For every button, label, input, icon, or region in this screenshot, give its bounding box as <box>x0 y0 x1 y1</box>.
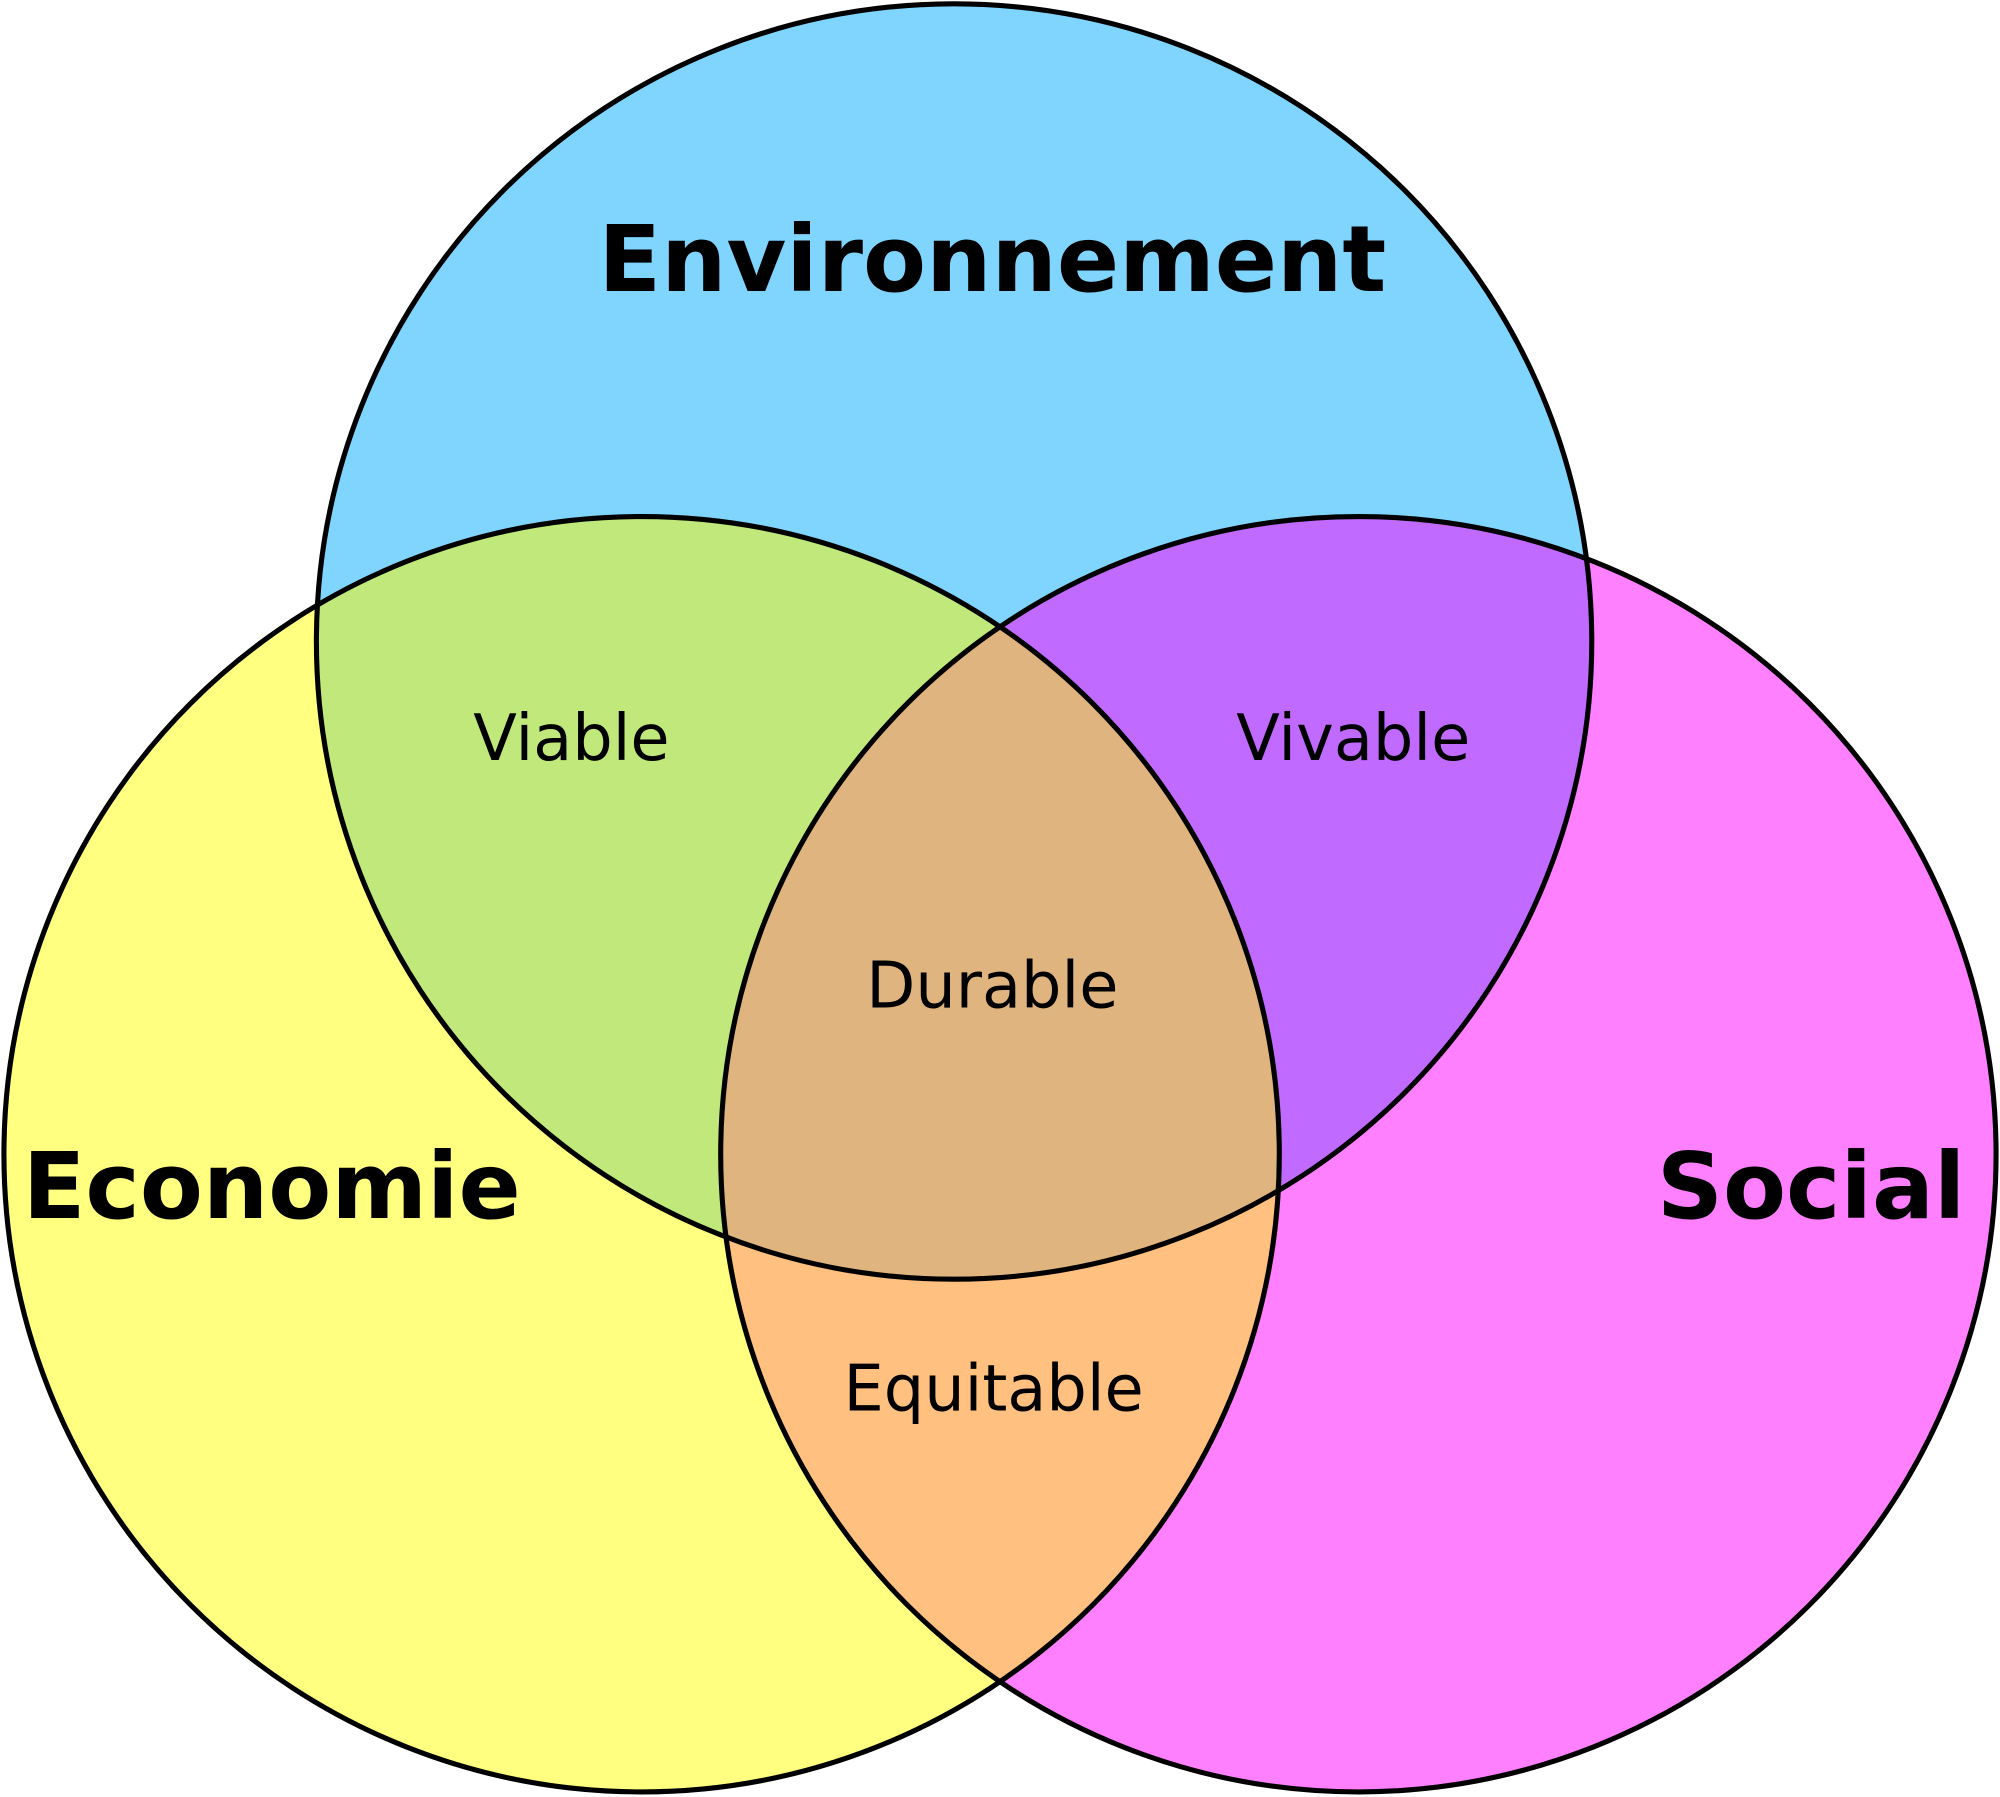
environment-label: Environnement <box>598 206 1386 313</box>
durable-label: Durable <box>866 950 1118 1024</box>
equitable-label: Equitable <box>843 1353 1143 1427</box>
economy-label: Economie <box>23 1133 521 1240</box>
vivable-label: Vivable <box>1236 702 1470 776</box>
social-label: Social <box>1657 1133 1966 1240</box>
viable-label: Viable <box>473 702 669 776</box>
